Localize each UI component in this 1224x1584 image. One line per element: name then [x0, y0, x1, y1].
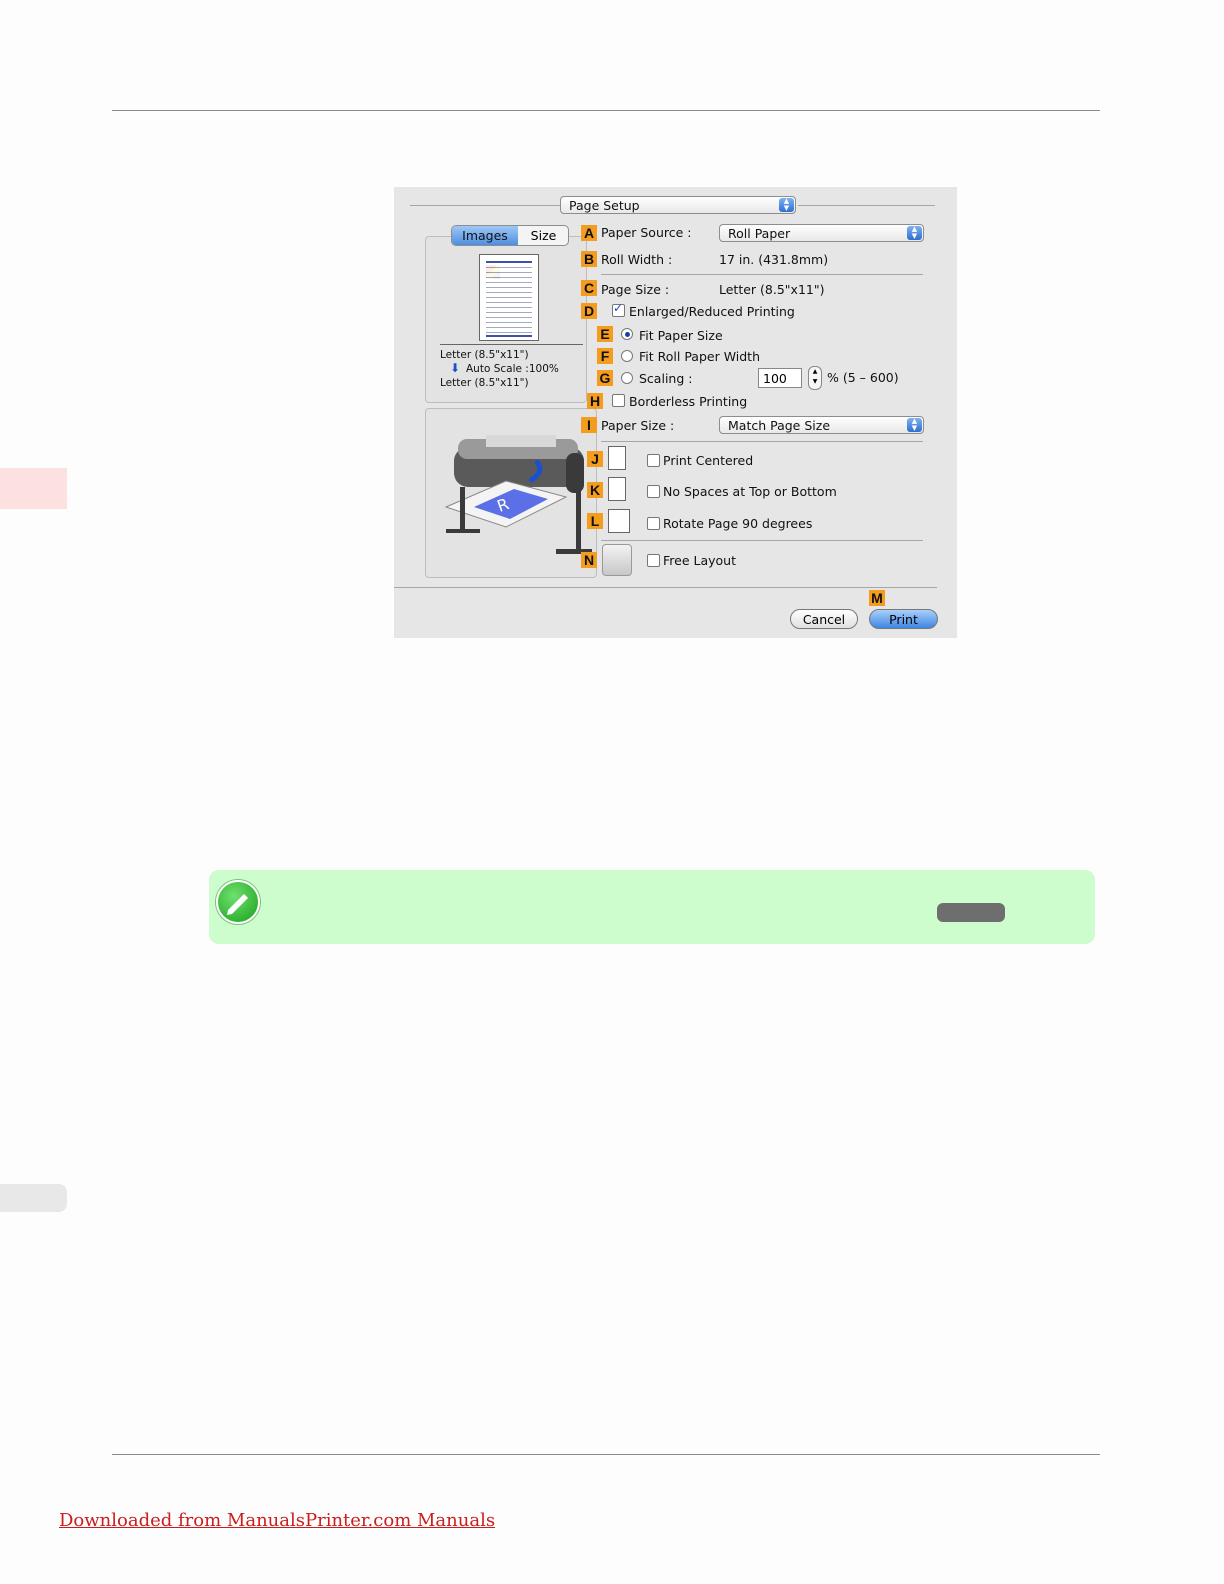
title-rule-left: [410, 205, 560, 206]
cancel-button[interactable]: Cancel: [790, 609, 858, 629]
paper-size-popup[interactable]: Match Page Size ▲▼: [719, 416, 924, 434]
badge-k: K: [587, 482, 603, 498]
badge-e: E: [597, 326, 613, 342]
no-spaces-checkbox[interactable]: [647, 485, 660, 498]
badge-i: I: [581, 417, 597, 433]
paper-source-label: Paper Source :: [601, 225, 692, 240]
enlarged-reduced-checkbox[interactable]: ✓: [612, 301, 625, 317]
popup-arrows-icon: ▲▼: [907, 226, 922, 240]
borderless-label: Borderless Printing: [629, 394, 748, 409]
page-size-label: Page Size :: [601, 282, 670, 297]
rotate-page-icon: [608, 509, 630, 533]
down-arrow-icon: ⬇: [450, 361, 461, 375]
preview-output-size: Letter (8.5"x11"): [440, 377, 529, 389]
paper-size-value: Match Page Size: [728, 418, 831, 433]
preview-auto-scale: Auto Scale :100%: [466, 363, 559, 375]
badge-g: G: [597, 370, 613, 386]
badge-n: N: [581, 552, 597, 568]
preview-text-lines: [486, 261, 532, 337]
printer-illustration: R: [444, 435, 592, 554]
free-layout-label: Free Layout: [663, 553, 736, 568]
roll-width-value: 17 in. (431.8mm): [719, 252, 829, 267]
badge-l: L: [587, 513, 603, 529]
badge-h: H: [587, 393, 603, 409]
header-rule: [112, 110, 1100, 111]
badge-b: B: [581, 251, 597, 267]
page-size-value: Letter (8.5"x11"): [719, 282, 825, 297]
paper-size-label: Paper Size :: [601, 418, 675, 433]
badge-f: F: [597, 348, 613, 364]
print-centered-checkbox[interactable]: [647, 454, 660, 467]
popup-arrows-icon: ▲▼: [779, 198, 794, 212]
pencil-icon: [227, 894, 248, 915]
section-rule-2: [601, 441, 923, 442]
fit-roll-paper-width-radio[interactable]: [621, 350, 633, 362]
paper-source-value: Roll Paper: [728, 226, 791, 241]
chapter-side-tab: [0, 468, 67, 509]
badge-c: C: [581, 280, 597, 296]
button-area-rule: [394, 587, 937, 588]
free-layout-icon: [602, 544, 632, 576]
rotate-label: Rotate Page 90 degrees: [663, 516, 813, 531]
checkmark-icon: ✓: [613, 301, 624, 315]
page-setup-label: Page Setup: [569, 198, 640, 213]
page-setup-dialog: Page Setup ▲▼ Images Size Letter (8.5"x1…: [394, 187, 957, 638]
scaling-label: Scaling :: [639, 371, 693, 386]
tab-images[interactable]: Images: [452, 226, 518, 245]
print-button[interactable]: Print: [869, 609, 938, 629]
paper-source-popup[interactable]: Roll Paper ▲▼: [719, 224, 924, 242]
borderless-checkbox[interactable]: [612, 394, 625, 407]
enlarged-reduced-label: Enlarged/Reduced Printing: [629, 304, 795, 319]
badge-j: J: [587, 451, 603, 467]
footer-rule: [112, 1454, 1100, 1455]
note-pencil-icon: [216, 880, 260, 924]
page-setup-popup[interactable]: Page Setup ▲▼: [560, 196, 796, 214]
no-spaces-icon: [608, 477, 626, 501]
no-spaces-label: No Spaces at Top or Bottom: [663, 484, 837, 499]
page-preview-thumbnail: [479, 254, 539, 341]
scaling-stepper[interactable]: ▲▼: [808, 366, 822, 390]
reference-button-shape[interactable]: [937, 903, 1005, 922]
badge-m: M: [869, 590, 885, 606]
free-layout-checkbox[interactable]: [647, 554, 660, 567]
scaling-radio[interactable]: [621, 372, 633, 384]
fit-paper-size-radio[interactable]: [621, 328, 633, 340]
roll-width-label: Roll Width :: [601, 252, 673, 267]
section-rule-3: [601, 540, 923, 541]
preview-source-size: Letter (8.5"x11"): [440, 349, 529, 361]
preview-tabs: Images Size: [451, 225, 569, 246]
print-centered-icon: [608, 446, 626, 470]
badge-a: A: [581, 225, 597, 241]
fit-paper-size-label: Fit Paper Size: [639, 328, 723, 343]
index-side-tab: [0, 1184, 67, 1212]
fit-roll-paper-width-label: Fit Roll Paper Width: [639, 349, 761, 364]
scaling-input[interactable]: 100: [758, 368, 802, 388]
footer-download-link[interactable]: Downloaded from ManualsPrinter.com Manua…: [59, 1510, 496, 1531]
scaling-range: % (5 – 600): [827, 370, 899, 385]
title-rule-right: [798, 205, 935, 206]
note-box: [209, 870, 1095, 944]
section-rule-1: [601, 274, 923, 275]
rotate-checkbox[interactable]: [647, 517, 660, 530]
badge-d: D: [581, 303, 597, 319]
printer-panel: R: [425, 408, 597, 578]
popup-arrows-icon: ▲▼: [907, 418, 922, 432]
tab-size[interactable]: Size: [530, 228, 557, 243]
radio-dot-icon: [625, 332, 630, 337]
print-centered-label: Print Centered: [663, 453, 754, 468]
preview-rule: [440, 344, 583, 345]
